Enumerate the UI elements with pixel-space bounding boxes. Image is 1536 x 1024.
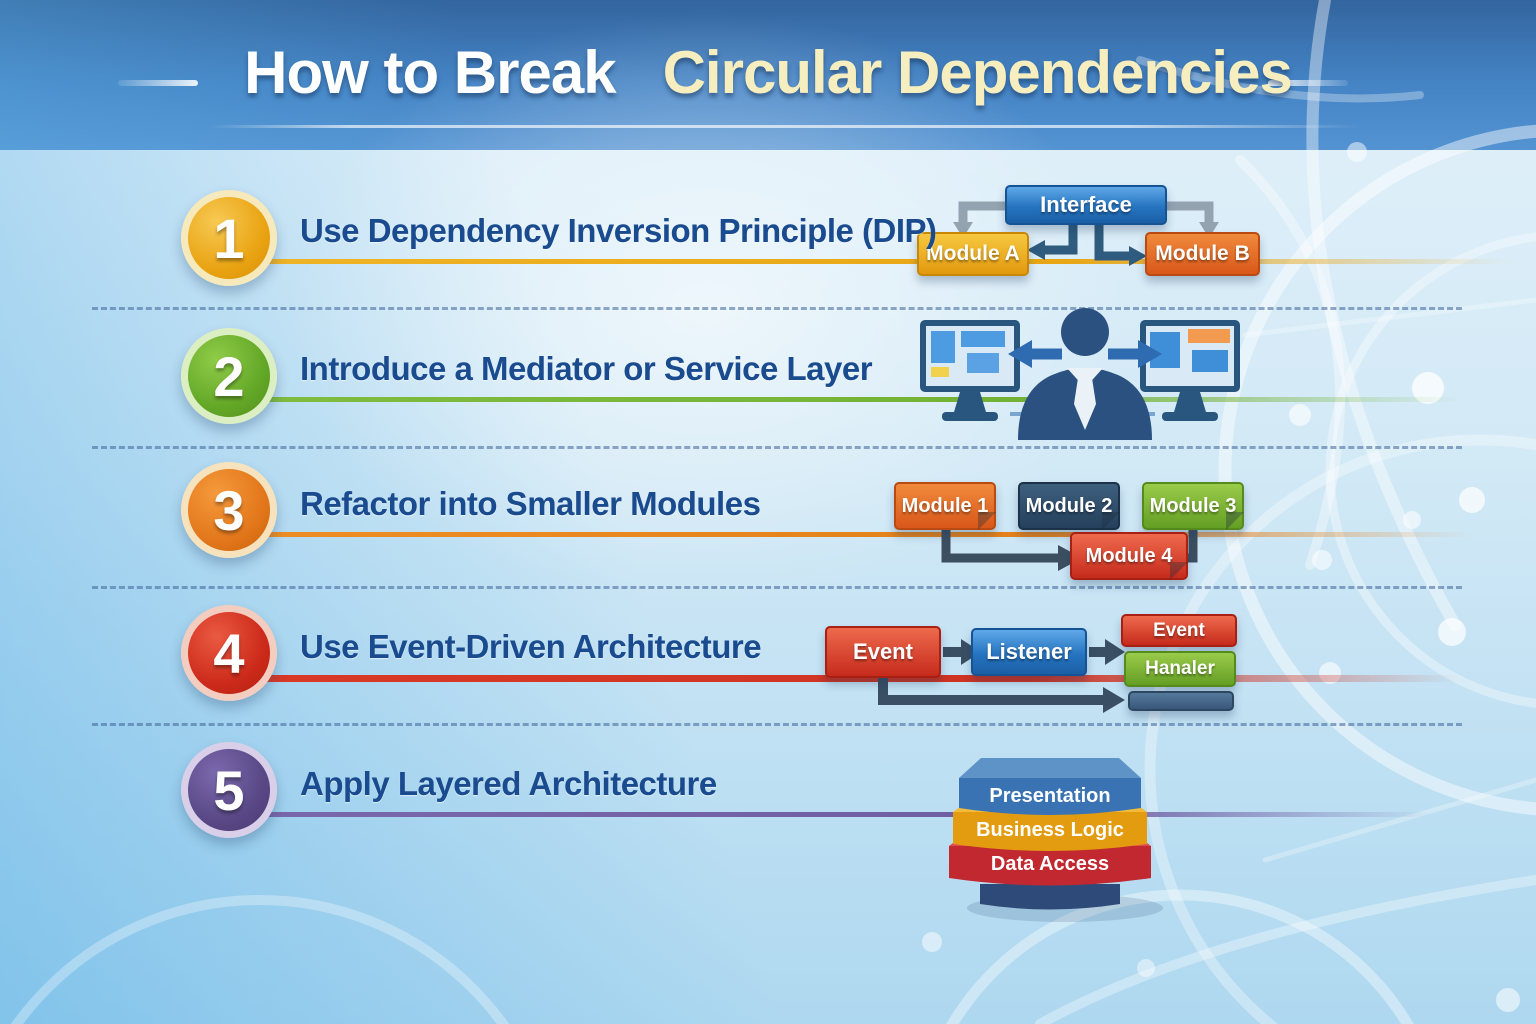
step-3-heading: Refactor into Smaller Modules [300, 485, 761, 522]
event-diagram: Event Listener Event Hanaler [815, 602, 1250, 717]
step-5-number: 5 [213, 758, 245, 822]
step-2-badge: 2 [181, 328, 277, 424]
step-4-underline [232, 675, 1462, 682]
layer-presentation: Presentation [959, 758, 1141, 815]
arrow-left-icon [1008, 340, 1062, 368]
step-2-heading: Introduce a Mediator or Service Layer [300, 350, 873, 387]
page-title: How to Break Circular Dependencies [0, 38, 1536, 107]
refactor-diagram: Module 1 Module 2 Module 3 Module 4 [880, 470, 1285, 588]
module-4-box: Module 4 [1070, 532, 1188, 580]
monitor-left-icon [920, 320, 1020, 421]
arrow-right-icon [1108, 340, 1162, 368]
module-1-label: Module 1 [901, 494, 989, 517]
step-4-badge: 4 [181, 605, 277, 701]
step-1-heading: Use Dependency Inversion Principle (DIP) [300, 212, 937, 249]
title-space [631, 39, 647, 106]
step-5-badge: 5 [181, 742, 277, 838]
module-4-label: Module 4 [1085, 544, 1173, 567]
step-5-underline [232, 812, 1432, 817]
event-label: Event [853, 639, 913, 664]
title-prefix: How to Break [244, 39, 616, 106]
separator-3 [92, 586, 1462, 589]
module-b-box: Module B [1145, 232, 1260, 276]
title-underline [210, 125, 1360, 128]
layer-stack-icon: Data Access Business Logic Presentation [949, 758, 1163, 922]
module-b-label: Module B [1155, 242, 1250, 265]
mediator-scene-icon [920, 308, 1240, 440]
step-1-number: 1 [213, 206, 245, 270]
presentation-label: Presentation [989, 785, 1110, 807]
interface-box: Interface [1005, 185, 1167, 225]
module-a-box: Module A [917, 232, 1029, 276]
mediator-diagram [900, 308, 1260, 440]
dip-connectors-icon [953, 201, 1219, 266]
event-box: Event [825, 626, 941, 678]
layer-base [980, 884, 1120, 910]
module-1-box: Module 1 [894, 482, 996, 530]
module-3-box: Module 3 [1142, 482, 1244, 530]
title-highlight: Circular Dependencies [662, 39, 1293, 106]
step-3-number: 3 [213, 478, 245, 542]
listener-label: Listener [986, 639, 1072, 664]
layers-diagram: Data Access Business Logic Presentation [935, 748, 1175, 923]
step-3-badge: 3 [181, 462, 277, 558]
step-1-underline [232, 259, 1512, 264]
handler-box: Hanaler [1124, 651, 1236, 687]
arrow-right-icon [1105, 639, 1125, 665]
event-stack-bottom-box [1128, 691, 1234, 711]
title-right-dash [1268, 80, 1348, 86]
handler-label: Hanaler [1145, 658, 1215, 679]
event-stack-top-label: Event [1153, 619, 1205, 641]
module-2-box: Module 2 [1018, 482, 1120, 530]
separator-2 [92, 446, 1462, 449]
arrow-right-icon [1103, 687, 1125, 713]
step-2-number: 2 [213, 344, 245, 408]
step-4-heading: Use Event-Driven Architecture [300, 628, 762, 665]
module-3-label: Module 3 [1149, 494, 1237, 517]
step-3-underline [232, 532, 1472, 537]
step-2-underline [232, 397, 1462, 402]
step-1-badge: 1 [181, 190, 277, 286]
dip-diagram: Interface Module A Module B [905, 180, 1275, 292]
title-left-dash [118, 80, 198, 86]
step-5-heading: Apply Layered Architecture [300, 765, 717, 802]
separator-4 [92, 723, 1462, 726]
person-icon [1018, 308, 1152, 440]
monitor-right-icon [1140, 320, 1240, 421]
separator-1 [92, 307, 1462, 310]
listener-box: Listener [971, 628, 1087, 676]
data-access-label: Data Access [991, 853, 1109, 875]
module-a-label: Module A [926, 242, 1020, 265]
event-stack-top-box: Event [1121, 614, 1237, 647]
interface-label: Interface [1040, 192, 1132, 217]
business-logic-label: Business Logic [976, 819, 1124, 841]
step-4-number: 4 [213, 621, 245, 685]
module-2-label: Module 2 [1025, 494, 1113, 517]
